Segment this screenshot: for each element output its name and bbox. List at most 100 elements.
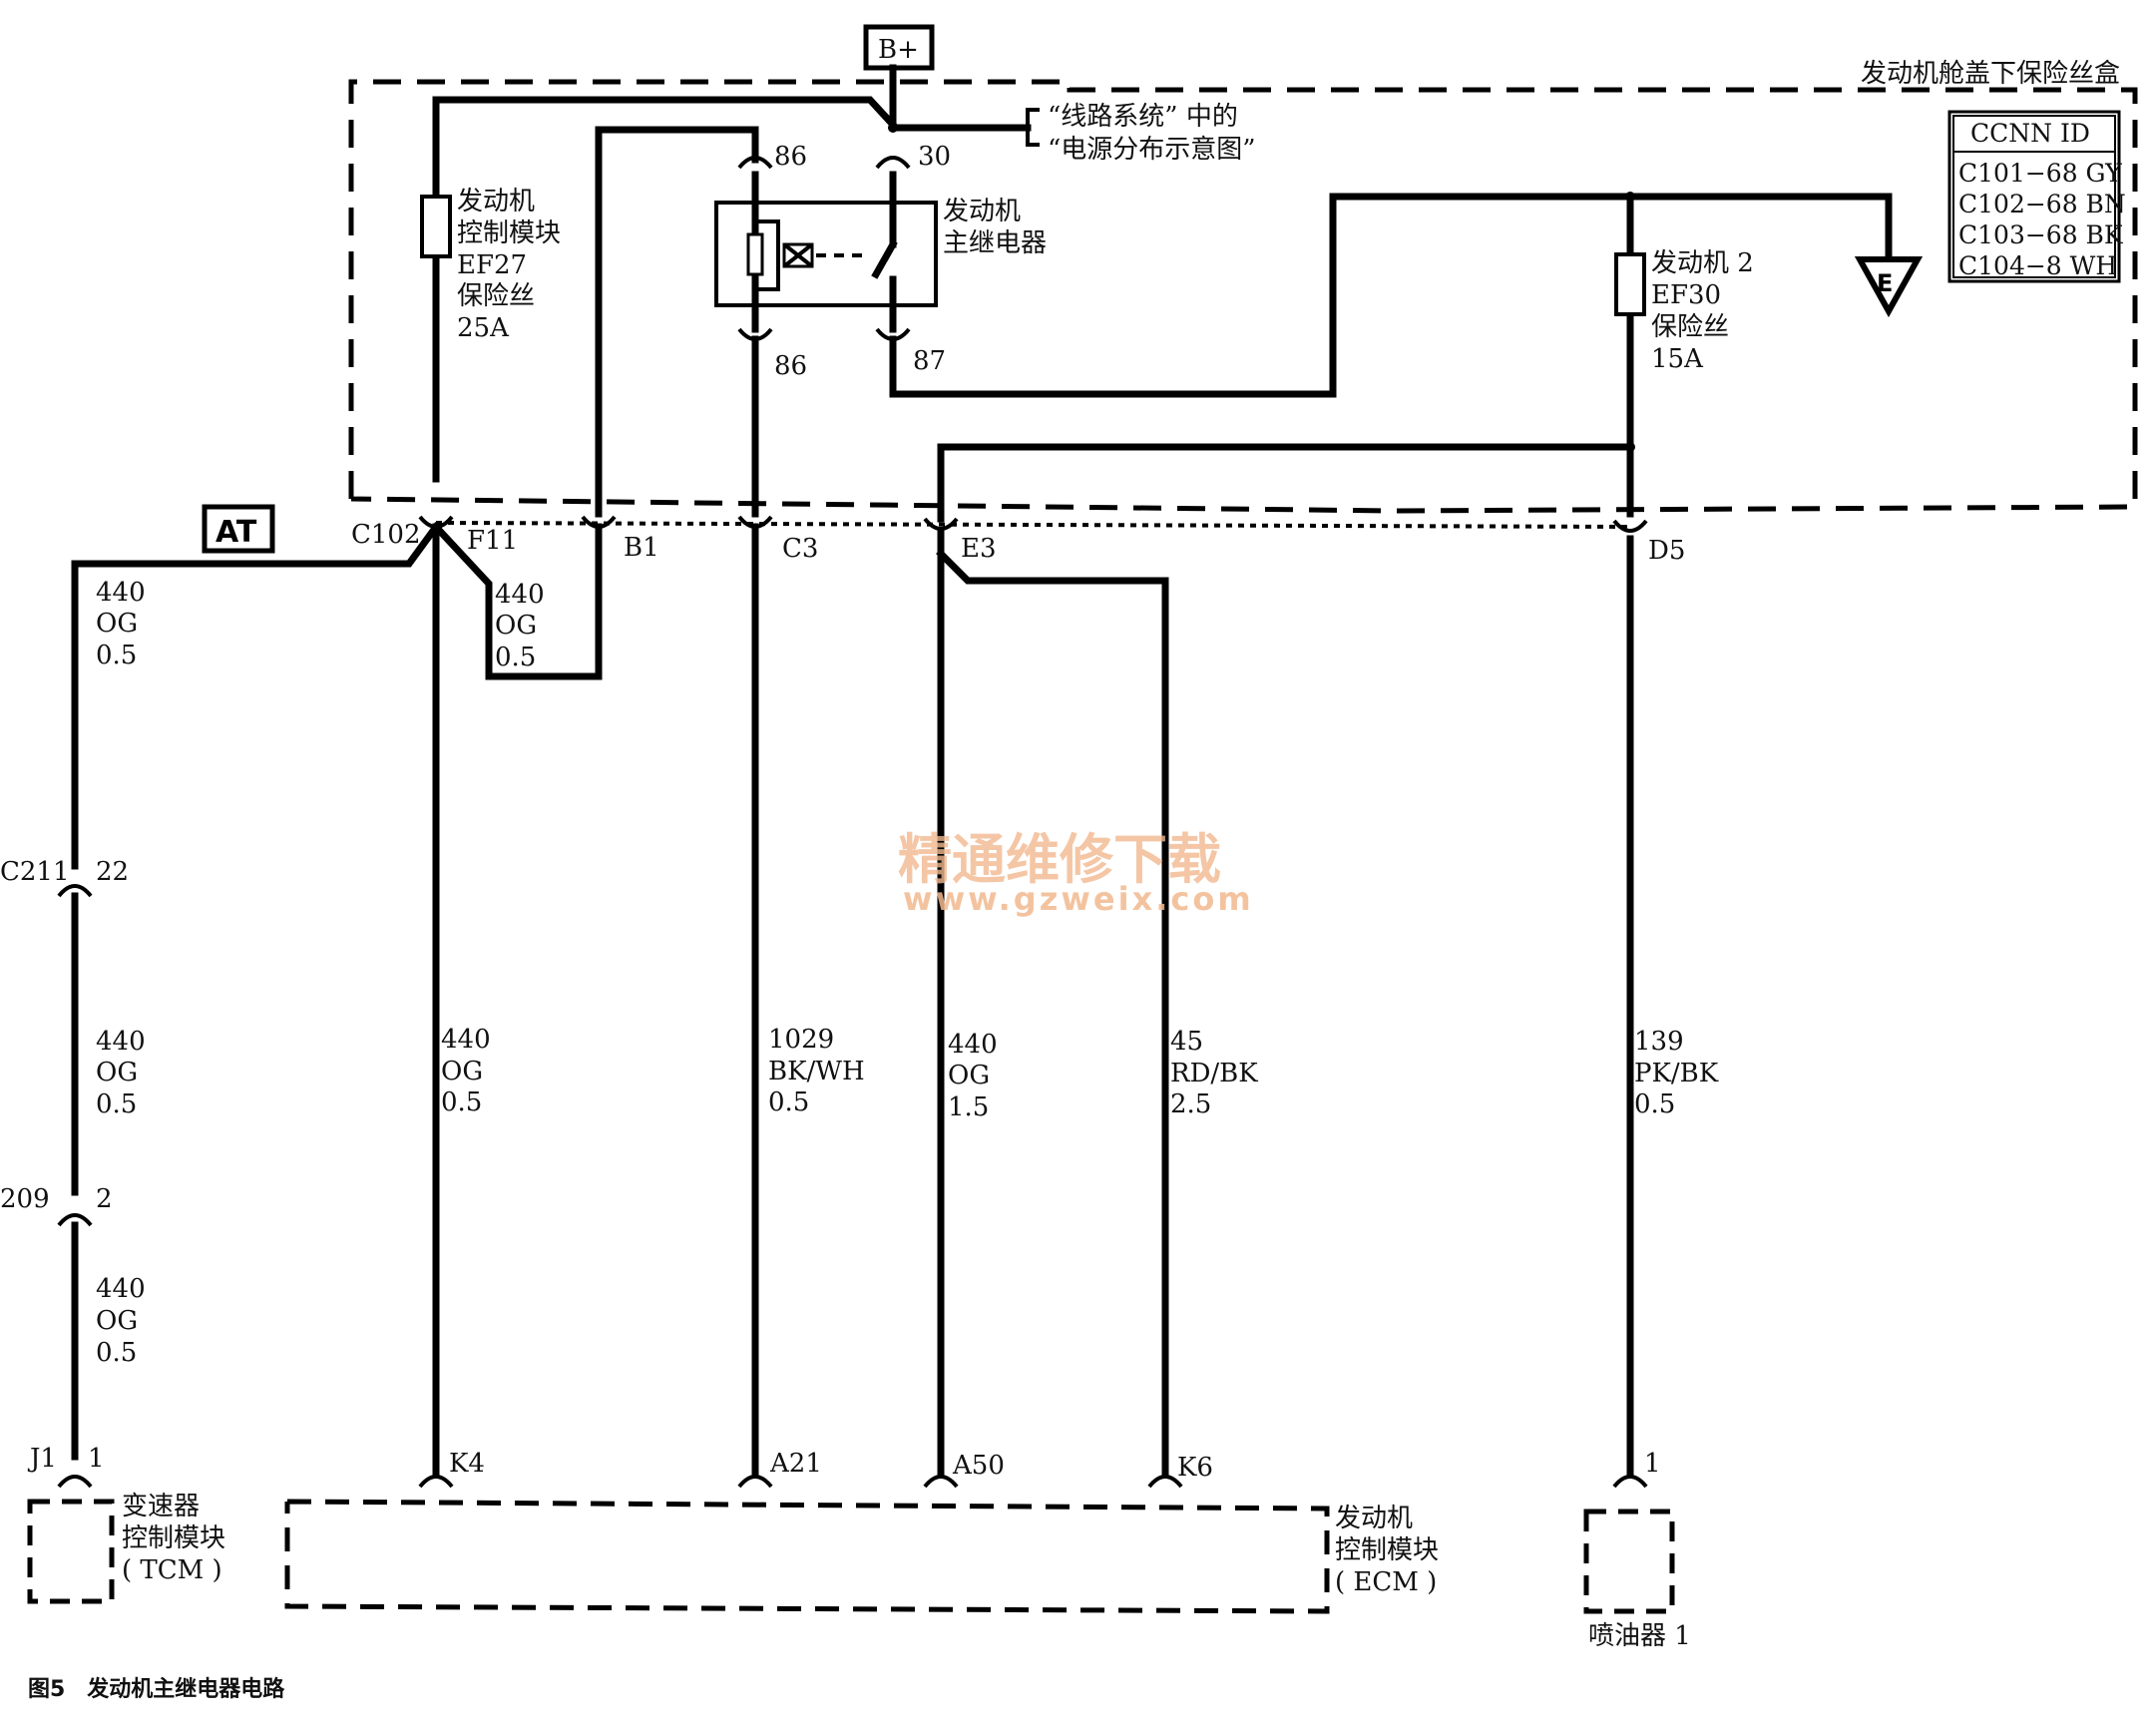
svg-text:440: 440: [948, 1030, 998, 1060]
at-label: AT: [215, 515, 257, 550]
wire-spec-a21: 1029 BK/WH 0.5: [768, 1025, 865, 1117]
svg-text:OG: OG: [948, 1061, 990, 1090]
ground-label: E: [1877, 269, 1893, 297]
wire-spec-at-top: 440 OG 0.5: [96, 578, 146, 670]
ccnn-row-3: C103−68 BK: [1958, 220, 2124, 249]
relay-pin-87: 87: [913, 346, 946, 376]
svg-text:2.5: 2.5: [1170, 1089, 1211, 1119]
fuse-ef30: 发动机 2 EF30 保险丝 15A: [1614, 248, 1754, 374]
ccnn-header: CCNN ID: [1970, 119, 2090, 148]
svg-text:OG: OG: [96, 1058, 138, 1087]
ccnn-row-2: C102−68 BN: [1958, 190, 2126, 218]
svg-text:0.5: 0.5: [1634, 1089, 1675, 1119]
svg-text:139: 139: [1634, 1027, 1684, 1057]
ef30-line-1: 发动机 2: [1651, 248, 1754, 278]
pin-a21: A21: [769, 1449, 822, 1479]
at-option-box: AT: [202, 504, 275, 554]
svg-text:440: 440: [441, 1025, 491, 1055]
pin-f11: F11: [467, 526, 518, 556]
ef30-line-3: 保险丝: [1651, 312, 1729, 342]
svg-text:OG: OG: [96, 609, 138, 639]
svg-text:OG: OG: [441, 1057, 483, 1086]
pin-c211-22: 22: [96, 857, 129, 887]
figure-caption: 图5 发动机主继电器电路: [28, 1676, 285, 1702]
pin-j1: J1: [27, 1444, 57, 1474]
svg-text:( TCM ): ( TCM ): [122, 1555, 222, 1585]
reference-line-1: “线路系统” 中的: [1048, 102, 1238, 132]
svg-text:变速器: 变速器: [122, 1492, 200, 1521]
pin-k6: K6: [1177, 1453, 1213, 1483]
pin-b1: B1: [624, 533, 659, 563]
relay-line-2: 主继电器: [943, 228, 1047, 258]
relay-pin-30: 30: [918, 142, 951, 172]
svg-text:1.5: 1.5: [948, 1092, 989, 1122]
connector-symbols: [57, 156, 1648, 1489]
ccnn-row-4: C104−8 WH: [1958, 251, 2117, 280]
ef27-line-5: 25A: [457, 313, 510, 343]
wire-spec-at-mid: 440 OG 0.5: [96, 1027, 146, 1119]
svg-text:发动机: 发动机: [1335, 1504, 1413, 1533]
svg-text:0.5: 0.5: [495, 643, 536, 672]
pin-j1-1: 1: [88, 1444, 105, 1474]
ef27-line-3: EF27: [457, 250, 527, 280]
svg-text:控制模块: 控制模块: [1335, 1535, 1439, 1565]
pin-e3: E3: [961, 534, 997, 564]
connector-c211: C211: [0, 857, 70, 887]
fuse-box-label: 发动机舱盖下保险丝盒: [1861, 59, 2120, 89]
svg-text:BK/WH: BK/WH: [768, 1057, 865, 1086]
svg-text:0.5: 0.5: [441, 1087, 482, 1117]
ef27-line-2: 控制模块: [457, 218, 561, 248]
svg-text:喷油器 1: 喷油器 1: [1588, 1621, 1691, 1651]
svg-text:0.5: 0.5: [96, 1338, 137, 1368]
fuse-box-outline: [348, 79, 2138, 514]
svg-text:RD/BK: RD/BK: [1170, 1059, 1258, 1088]
wires: [71, 64, 1893, 1476]
wire-spec-k6: 45 RD/BK 2.5: [1170, 1027, 1258, 1119]
svg-text:1029: 1029: [768, 1025, 834, 1055]
wire-spec-a50: 440 OG 1.5: [948, 1030, 998, 1122]
reference-line-2: “电源分布示意图”: [1048, 135, 1256, 165]
pin-injector-1: 1: [1644, 1449, 1661, 1479]
watermark-text: 精通维修下载: [898, 828, 1221, 891]
svg-text:PK/BK: PK/BK: [1634, 1059, 1719, 1088]
svg-text:0.5: 0.5: [768, 1087, 809, 1117]
svg-text:440: 440: [495, 580, 545, 610]
ef30-line-4: 15A: [1651, 344, 1704, 374]
connector-c209: 209: [0, 1184, 50, 1214]
injector-1: 喷油器 1: [1583, 1509, 1691, 1651]
svg-text:0.5: 0.5: [96, 641, 137, 670]
engine-main-relay: 发动机 主继电器 86 30 86 87: [714, 142, 1047, 381]
svg-text:( ECM ): ( ECM ): [1335, 1567, 1437, 1597]
svg-text:440: 440: [96, 578, 146, 608]
svg-text:45: 45: [1170, 1027, 1203, 1057]
svg-text:OG: OG: [96, 1306, 138, 1336]
ccnn-row-1: C101−68 GY: [1958, 159, 2122, 188]
svg-text:440: 440: [96, 1274, 146, 1304]
b-plus-label: B+: [878, 35, 919, 65]
relay-pin-86-top: 86: [774, 142, 807, 172]
relay-pin-86-bottom: 86: [774, 351, 807, 381]
svg-text:440: 440: [96, 1027, 146, 1057]
relay-line-1: 发动机: [943, 197, 1021, 226]
wire-spec-b1-loop: 440 OG 0.5: [495, 580, 545, 672]
battery-positive: B+: [863, 24, 935, 71]
wire-spec-at-bot: 440 OG 0.5: [96, 1274, 146, 1368]
pin-d5: D5: [1648, 536, 1685, 566]
ef30-line-2: EF30: [1651, 280, 1721, 310]
ef27-line-1: 发动机: [457, 187, 535, 217]
ccnn-id-table: CCNN ID C101−68 GY C102−68 BN C103−68 BK…: [1947, 110, 2126, 283]
watermark-url: www.gzweix.com: [903, 880, 1254, 918]
svg-text:OG: OG: [495, 611, 537, 641]
tcm-module: 变速器 控制模块 ( TCM ): [27, 1492, 225, 1604]
ef27-line-4: 保险丝: [457, 281, 535, 311]
pin-c209-2: 2: [96, 1184, 113, 1214]
pin-k4: K4: [449, 1449, 485, 1479]
svg-text:控制模块: 控制模块: [122, 1523, 225, 1553]
power-distribution-reference: “线路系统” 中的 “电源分布示意图”: [1026, 102, 1256, 165]
wire-spec-k4: 440 OG 0.5: [441, 1025, 491, 1117]
svg-text:0.5: 0.5: [96, 1089, 137, 1119]
pin-c3: C3: [782, 534, 818, 564]
ground-symbol: E: [1854, 256, 1924, 318]
ecm-module: 发动机 控制模块 ( ECM ): [284, 1499, 1439, 1614]
